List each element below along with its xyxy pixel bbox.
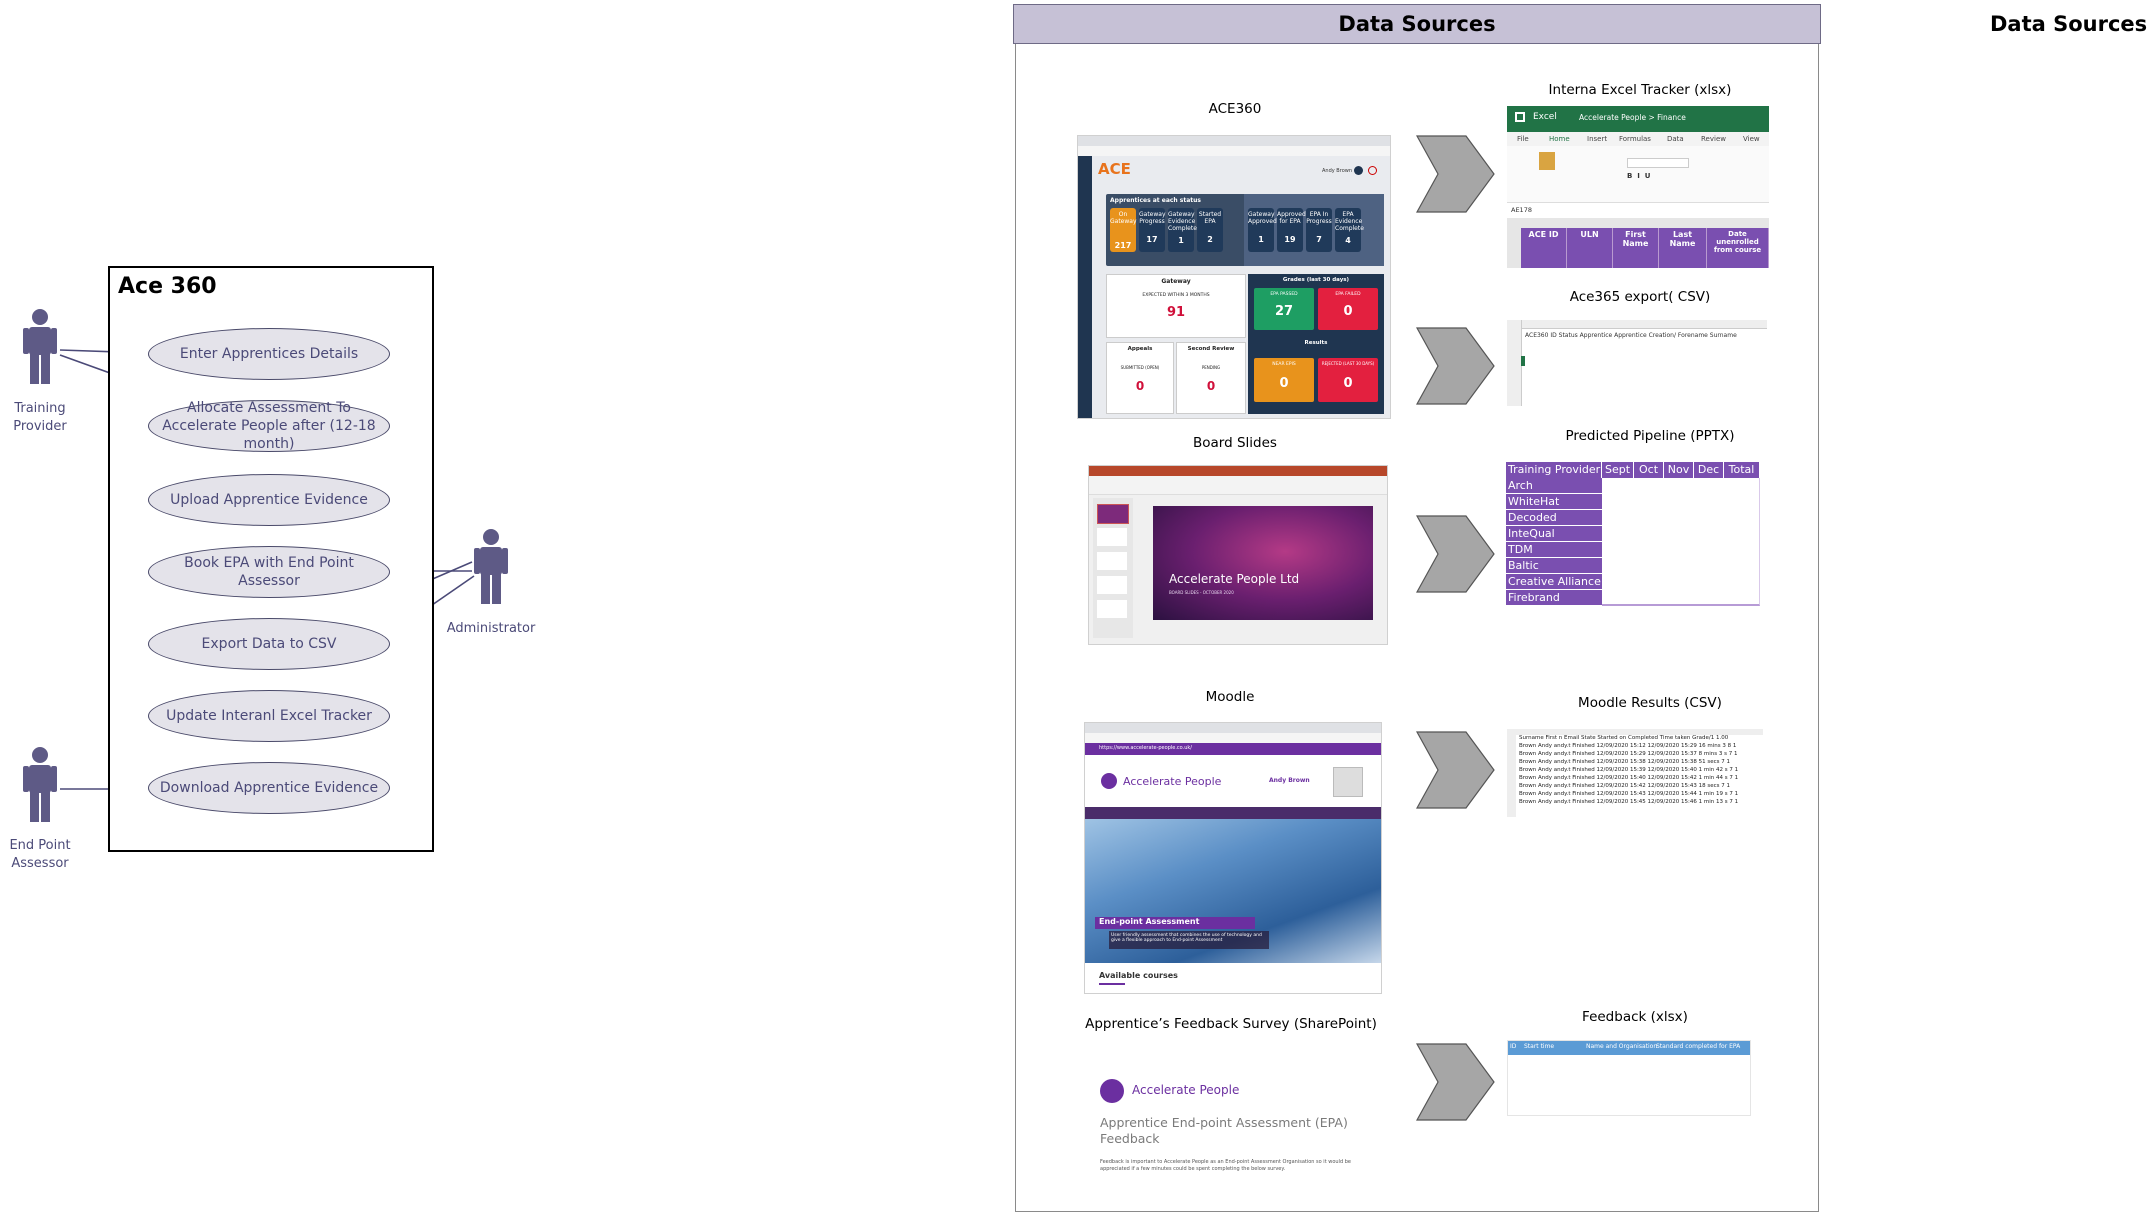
ace-logo: ACE	[1098, 160, 1131, 178]
gateway-value: 91	[1166, 305, 1186, 320]
moodle-screenshot: https://www.accelerate-people.co.uk/ Acc…	[1084, 722, 1382, 994]
moodle-banner-title: End-point Assessment	[1095, 917, 1255, 929]
excel-app-name: Excel	[1533, 112, 1557, 122]
administrator-actor-icon	[474, 529, 508, 604]
predicted-pipeline-table: Training Provider Sept Oct Nov Dec Total…	[1506, 462, 1760, 614]
feedback-survey-label: Apprentice’s Feedback Survey (SharePoint…	[1085, 1016, 1377, 1032]
pipeline-row: Firebrand	[1506, 590, 1602, 606]
usecase-export-csv[interactable]: Export Data to CSV	[148, 618, 390, 670]
ace360-label: ACE360	[1208, 101, 1262, 117]
data-sources-outer-title: Data Sources	[1990, 12, 2148, 36]
pipeline-row: TDM	[1506, 542, 1602, 558]
grade-pass-tile[interactable]: EPA PASSED 27	[1254, 288, 1314, 330]
pipeline-row: Baltic	[1506, 558, 1602, 574]
predicted-pipeline-label: Predicted Pipeline (PPTX)	[1565, 428, 1735, 444]
end-point-assessor-label: End Point Assessor	[9, 838, 71, 871]
end-point-assessor-actor-icon	[23, 747, 57, 822]
survey-title: Apprentice End-point Assessment (EPA) Fe…	[1100, 1115, 1348, 1147]
ace-user: Andy Brown	[1322, 168, 1353, 174]
moodle-brand: Accelerate People	[1123, 775, 1222, 788]
gateway-sub: EXPECTED WITHIN 3 MONTHS	[1142, 293, 1210, 298]
grades-title: Grades (last 30 days)	[1282, 277, 1350, 283]
arrow-slides-to-pipeline-icon	[1416, 515, 1495, 593]
grade-fail-tile[interactable]: EPA FAILED 0	[1318, 288, 1378, 330]
excel-cell-ref: AE178	[1511, 206, 1532, 214]
arrow-moodle-to-results-icon	[1416, 731, 1495, 809]
ace365-export-label: Ace365 export( CSV)	[1569, 289, 1711, 305]
gateway-title: Gateway	[1161, 278, 1191, 285]
training-provider-label: Training Provider	[13, 401, 67, 434]
moodle-banner-text: User friendly assessment that combines t…	[1109, 931, 1269, 949]
survey-text: Feedback is important to Accelerate Peop…	[1100, 1159, 1351, 1172]
moodle-user: Andy Brown	[1269, 777, 1310, 784]
data-sources-header: Data Sources	[1013, 4, 1821, 44]
moodle-results-csv: Surname First n Email State Started on C…	[1507, 729, 1763, 817]
slide-subtitle: BOARD SLIDES - OCTOBER 2020	[1169, 590, 1234, 595]
training-provider-actor-icon	[23, 309, 57, 384]
arrow-ace360-to-csv-icon	[1416, 327, 1495, 405]
feedback-xlsx-label: Feedback (xlsx)	[1582, 1009, 1688, 1025]
moodle-results-label: Moodle Results (CSV)	[1578, 695, 1722, 711]
usecase-enter-apprentice-details[interactable]: Enter Apprentices Details	[148, 328, 390, 380]
ace360-screenshot: ACE Andy Brown Apprentices at each statu…	[1077, 135, 1391, 419]
excel-path: Accelerate People > Finance	[1579, 113, 1686, 122]
feedback-xlsx-screenshot: ID Start time Name and Organisation Stan…	[1507, 1040, 1751, 1116]
pipeline-row: Decoded	[1506, 510, 1602, 526]
board-slides-label: Board Slides	[1193, 435, 1277, 451]
usecase-upload-evidence[interactable]: Upload Apprentice Evidence	[148, 474, 390, 526]
pipeline-row: InteQual	[1506, 526, 1602, 542]
results-a-tile[interactable]: NEAR EPIS 0	[1254, 358, 1314, 402]
usecase-book-epa[interactable]: Book EPA with End Point Assessor	[148, 546, 390, 598]
results-title: Results	[1304, 340, 1328, 346]
feedback-survey-screenshot: Accelerate People Apprentice End-point A…	[1080, 1055, 1380, 1179]
system-title: Ace 360	[118, 274, 217, 299]
administrator-label: Administrator	[446, 621, 536, 636]
survey-brand: Accelerate People	[1132, 1083, 1240, 1097]
ace365-csv-header-row: ACE360 ID Status Apprentice Apprentice C…	[1525, 332, 1737, 339]
board-slides-screenshot: Accelerate People Ltd BOARD SLIDES - OCT…	[1088, 465, 1388, 645]
usecase-download-evidence[interactable]: Download Apprentice Evidence	[148, 762, 390, 814]
arrow-survey-to-feedback-icon	[1416, 1043, 1495, 1121]
ace365-csv-screenshot: ACE360 ID Status Apprentice Apprentice C…	[1507, 320, 1767, 406]
excel-tracker-label: Interna Excel Tracker (xlsx)	[1548, 82, 1732, 98]
moodle-url[interactable]: https://www.accelerate-people.co.uk/	[1099, 745, 1192, 751]
results-b-tile[interactable]: REJECTED (LAST 30 DAYS) 0	[1318, 358, 1378, 402]
pipeline-row: WhiteHat	[1506, 494, 1602, 510]
excel-tracker-screenshot: Excel Accelerate People > Finance File H…	[1507, 106, 1769, 268]
ace-panel-title: Apprentices at each status	[1110, 197, 1201, 204]
arrow-ace360-to-excel-icon	[1416, 135, 1495, 213]
pipeline-row: Arch	[1506, 478, 1602, 494]
usecase-update-tracker[interactable]: Update Interanl Excel Tracker	[148, 690, 390, 742]
moodle-section-title: Available courses	[1099, 971, 1178, 980]
slide-title: Accelerate People Ltd	[1169, 572, 1300, 586]
moodle-label: Moodle	[1205, 689, 1255, 705]
pipeline-row: Creative Alliance	[1506, 574, 1602, 590]
usecase-allocate-assessment[interactable]: Allocate Assessment To Accelerate People…	[148, 400, 390, 452]
